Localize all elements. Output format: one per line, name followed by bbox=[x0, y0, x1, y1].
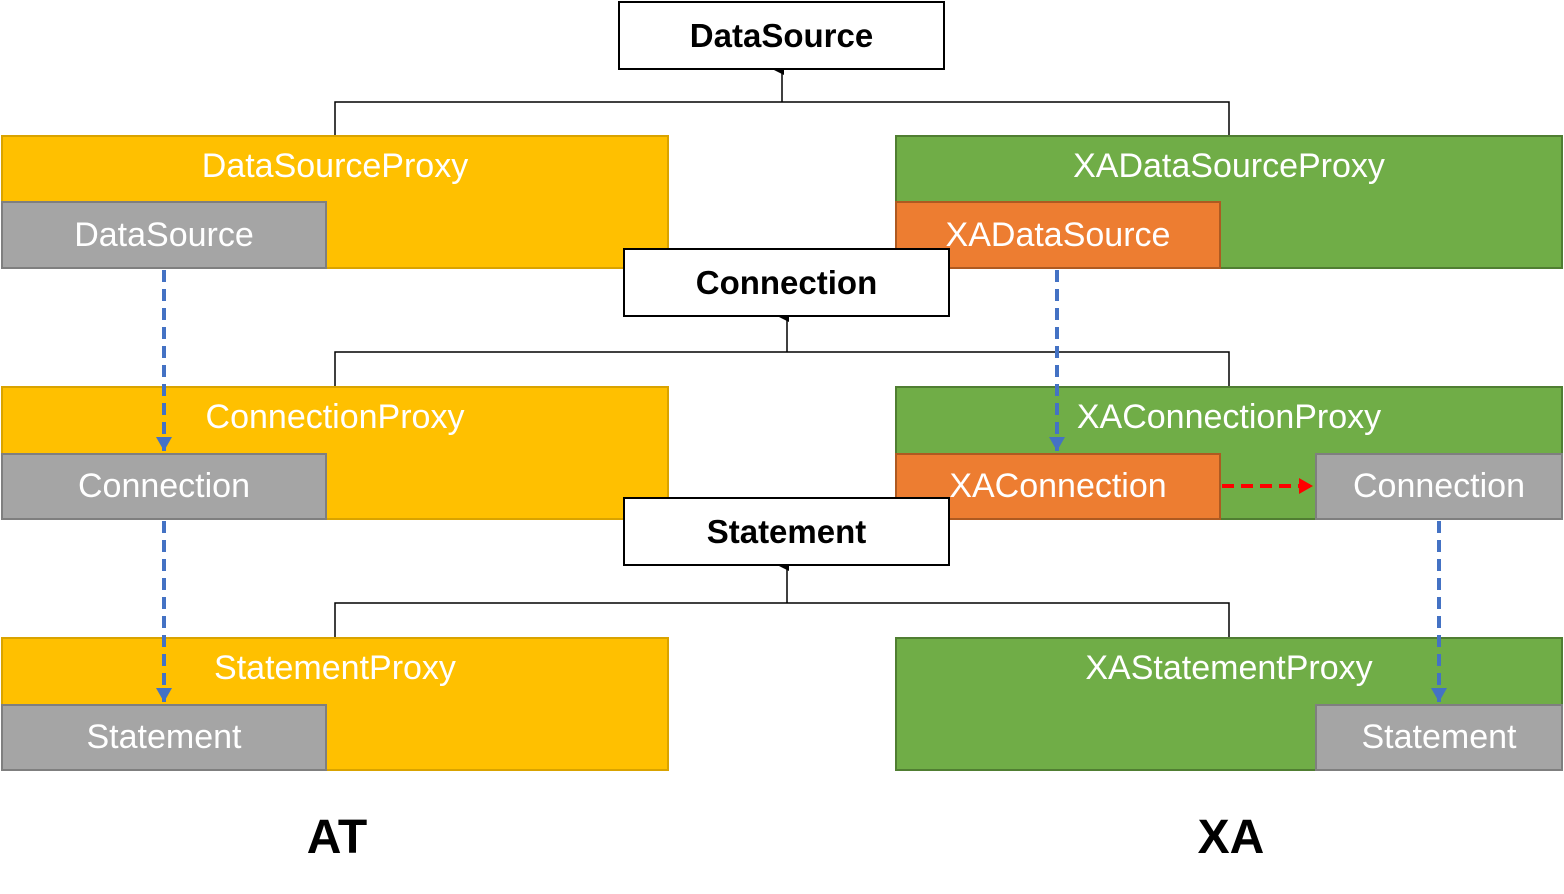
xa-connection-physical: Connection bbox=[1315, 453, 1563, 520]
at-datasource-inner-label: DataSource bbox=[74, 215, 254, 254]
xa-datasource-inner-label: XADataSource bbox=[945, 215, 1171, 254]
at-datasource-inner: DataSource bbox=[1, 201, 327, 269]
at-datasource-proxy-title: DataSourceProxy bbox=[201, 147, 469, 185]
connection-interface-label: Connection bbox=[695, 263, 878, 301]
statement-interface: Statement bbox=[623, 497, 950, 566]
at-statement-proxy: StatementProxy bbox=[1, 637, 669, 771]
xa-connection-physical-label: Connection bbox=[1352, 467, 1525, 505]
datasource-interface: DataSource bbox=[618, 1, 945, 70]
xa-connection-inner: XAConnection bbox=[895, 453, 1221, 520]
at-statement-inner-label: Statement bbox=[86, 718, 242, 756]
xa-statement-inner-label: Statement bbox=[1361, 718, 1517, 756]
xa-connection-proxy-title: XAConnectionProxy bbox=[1076, 398, 1382, 436]
at-label: AT bbox=[306, 811, 368, 864]
datasource-inheritance-lines bbox=[334, 65, 1230, 135]
xa-datasource-proxy-title: XADataSourceProxy bbox=[1073, 147, 1385, 185]
xa-statement-inner: Statement bbox=[1315, 704, 1563, 771]
datasource-interface-label: DataSource bbox=[689, 16, 874, 54]
statement-interface-label: Statement bbox=[706, 512, 867, 550]
at-statement-proxy-title: StatementProxy bbox=[214, 649, 456, 687]
at-connection-proxy-title: ConnectionProxy bbox=[205, 398, 465, 436]
at-connection-inner: Connection bbox=[1, 453, 327, 520]
at-connection-inner-label: Connection bbox=[77, 467, 250, 505]
connection-inheritance-lines bbox=[334, 312, 1230, 386]
at-statement-inner: Statement bbox=[1, 704, 327, 771]
statement-inheritance-lines bbox=[334, 561, 1230, 637]
xa-connection-inner-label: XAConnection bbox=[949, 467, 1167, 505]
xa-label: XA bbox=[1197, 811, 1265, 864]
connection-interface: Connection bbox=[623, 248, 950, 317]
xa-statement-proxy-title: XAStatementProxy bbox=[1085, 649, 1373, 687]
